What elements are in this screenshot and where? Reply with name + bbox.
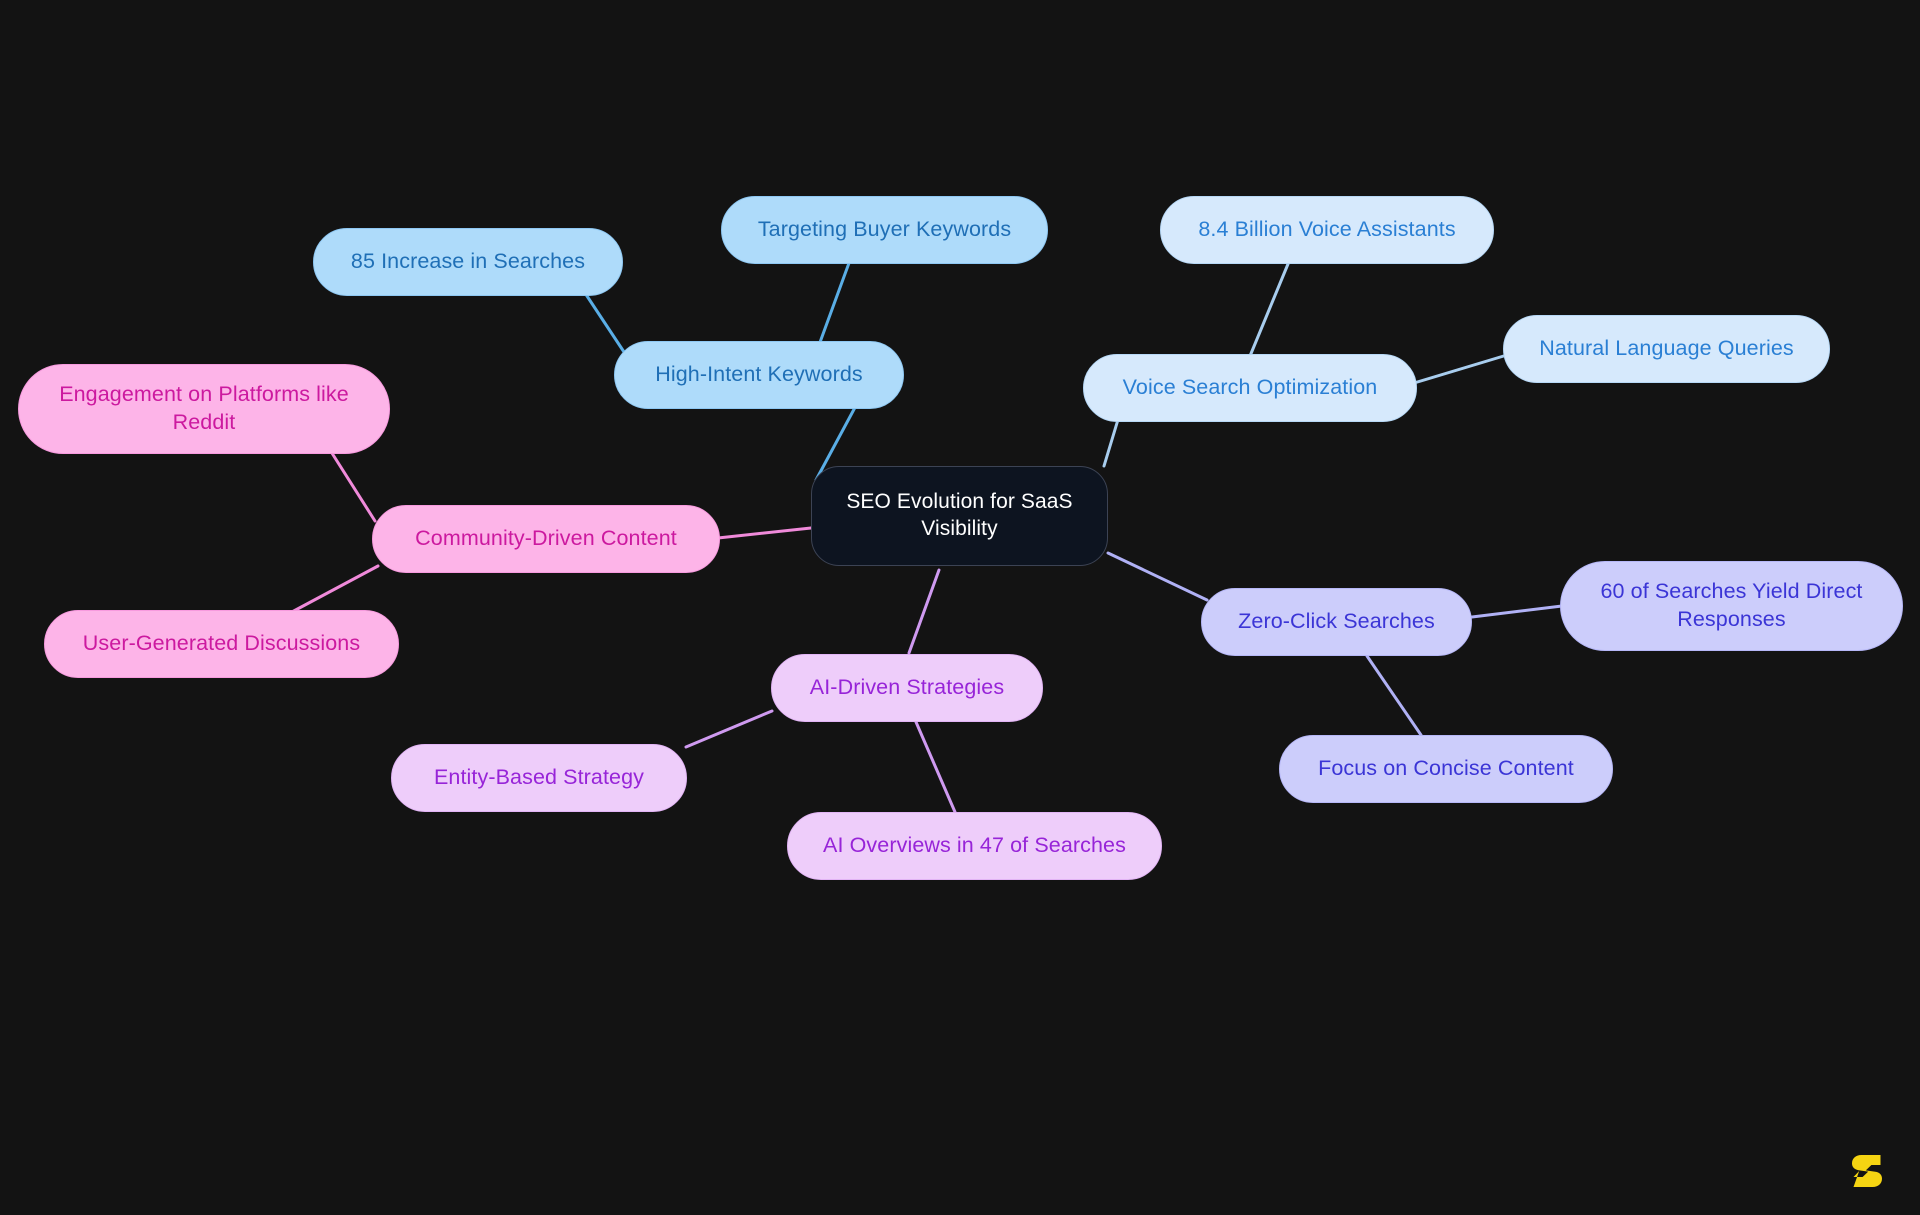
s-logo-path	[1852, 1155, 1882, 1187]
node-increase-in-searches[interactable]: 85 Increase in Searches	[313, 228, 623, 296]
edge-root-to-ai-driven-strategies	[907, 568, 941, 655]
node-engagement-reddit[interactable]: Engagement on Platforms like Reddit	[18, 364, 390, 454]
node-ai-overviews[interactable]: AI Overviews in 47 of Searches	[787, 812, 1162, 880]
edge-zero-click-searches-to-concise-content	[1365, 654, 1423, 737]
edge-community-driven-content-to-engagement-reddit	[328, 448, 377, 523]
edge-high-intent-keywords-to-increase-in-searches	[581, 288, 626, 354]
node-user-generated-discussions[interactable]: User-Generated Discussions	[44, 610, 399, 678]
edge-voice-search-optimization-to-voice-assistants	[1248, 262, 1290, 358]
node-voice-assistants[interactable]: 8.4 Billion Voice Assistants	[1160, 196, 1494, 264]
node-natural-language-queries[interactable]: Natural Language Queries	[1503, 315, 1830, 383]
node-ai-driven-strategies[interactable]: AI-Driven Strategies	[771, 654, 1043, 722]
edge-community-driven-content-to-user-generated-discussions	[288, 564, 380, 615]
node-entity-based-strategy[interactable]: Entity-Based Strategy	[391, 744, 687, 812]
edge-ai-driven-strategies-to-entity-based-strategy	[684, 709, 774, 749]
edge-root-to-zero-click-searches	[1106, 551, 1209, 602]
edge-ai-driven-strategies-to-ai-overviews	[914, 720, 957, 814]
node-community-driven-content[interactable]: Community-Driven Content	[372, 505, 720, 573]
edge-zero-click-searches-to-direct-responses	[1470, 604, 1564, 619]
edge-root-to-community-driven-content	[716, 526, 813, 540]
s-logo-icon	[1852, 1155, 1882, 1187]
edge-voice-search-optimization-to-natural-language-queries	[1412, 353, 1509, 385]
node-high-intent-keywords[interactable]: High-Intent Keywords	[614, 341, 904, 409]
node-targeting-buyer-keywords[interactable]: Targeting Buyer Keywords	[721, 196, 1048, 264]
edge-high-intent-keywords-to-targeting-buyer-keywords	[817, 261, 851, 347]
node-direct-responses[interactable]: 60 of Searches Yield Direct Responses	[1560, 561, 1903, 651]
node-voice-search-optimization[interactable]: Voice Search Optimization	[1083, 354, 1417, 422]
node-root[interactable]: SEO Evolution for SaaS Visibility	[811, 466, 1108, 566]
node-concise-content[interactable]: Focus on Concise Content	[1279, 735, 1613, 803]
node-zero-click-searches[interactable]: Zero-Click Searches	[1201, 588, 1472, 656]
